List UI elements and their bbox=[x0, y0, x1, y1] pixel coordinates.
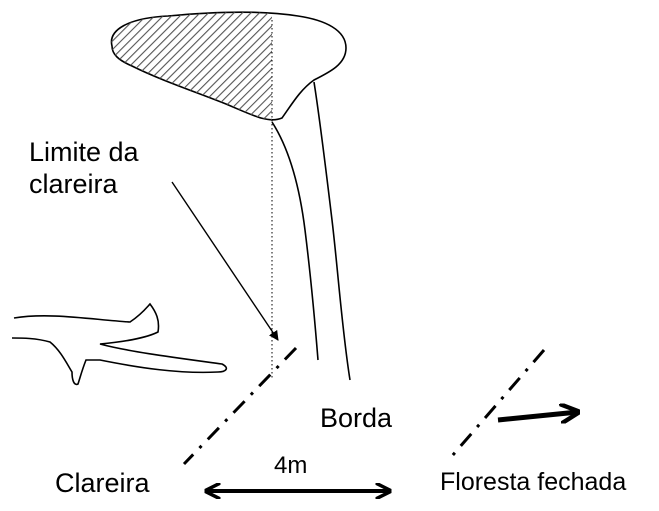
tree-trunk-right bbox=[314, 82, 350, 380]
fallen-branch bbox=[12, 304, 226, 384]
label-borda: Borda bbox=[320, 404, 392, 434]
crown-shade bbox=[111, 12, 346, 120]
label-clareira: Clareira bbox=[55, 469, 150, 499]
tree-trunk-left bbox=[272, 122, 318, 360]
label-limite-line2: clareira bbox=[29, 170, 118, 200]
limite-pointer bbox=[172, 182, 278, 340]
gap-boundary-line bbox=[184, 348, 296, 464]
forest-direction-arrow bbox=[498, 412, 578, 420]
label-floresta-fechada: Floresta fechada bbox=[440, 469, 626, 497]
label-limite-line1: Limite da bbox=[29, 138, 139, 168]
label-distance: 4m bbox=[274, 453, 307, 479]
forest-boundary-line bbox=[452, 350, 544, 456]
